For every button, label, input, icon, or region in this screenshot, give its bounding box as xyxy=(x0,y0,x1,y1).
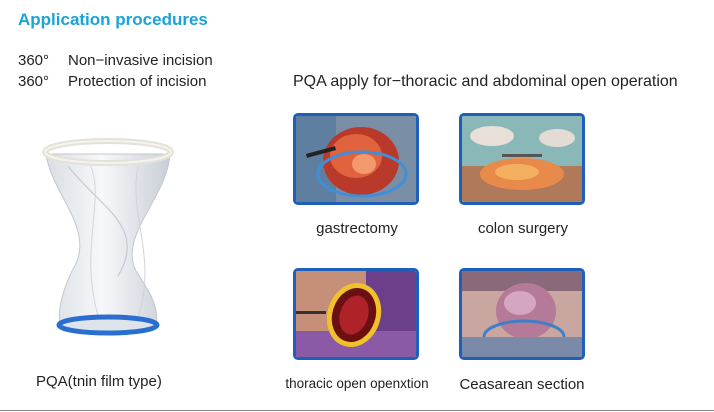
feature-degree: 360° xyxy=(18,52,50,69)
gastrectomy-photo xyxy=(293,113,419,205)
feature-text: Non−invasive incision xyxy=(68,52,213,69)
feature-degree: 360° xyxy=(18,73,50,90)
product-image xyxy=(38,136,178,336)
feature-text: Protection of incision xyxy=(68,73,207,90)
section-subtitle: PQA apply for−thoracic and abdominal ope… xyxy=(293,73,678,90)
page-title: Application procedures xyxy=(18,10,208,29)
cesarean-section-photo xyxy=(459,268,585,360)
procedure-caption: colon surgery xyxy=(477,220,569,237)
colon-surgery-photo xyxy=(459,113,585,205)
product-caption: PQA(tnin film type) xyxy=(36,373,162,390)
thoracic-open-photo xyxy=(293,268,419,360)
procedure-caption: thoracic open openxtion xyxy=(285,376,429,391)
procedure-caption: Ceasarean section xyxy=(459,376,585,393)
feature-line-2: 360° Protection of incision xyxy=(18,73,206,90)
bottom-divider xyxy=(0,410,714,411)
procedure-caption: gastrectomy xyxy=(316,220,398,237)
feature-line-1: 360° Non−invasive incision xyxy=(18,52,213,69)
